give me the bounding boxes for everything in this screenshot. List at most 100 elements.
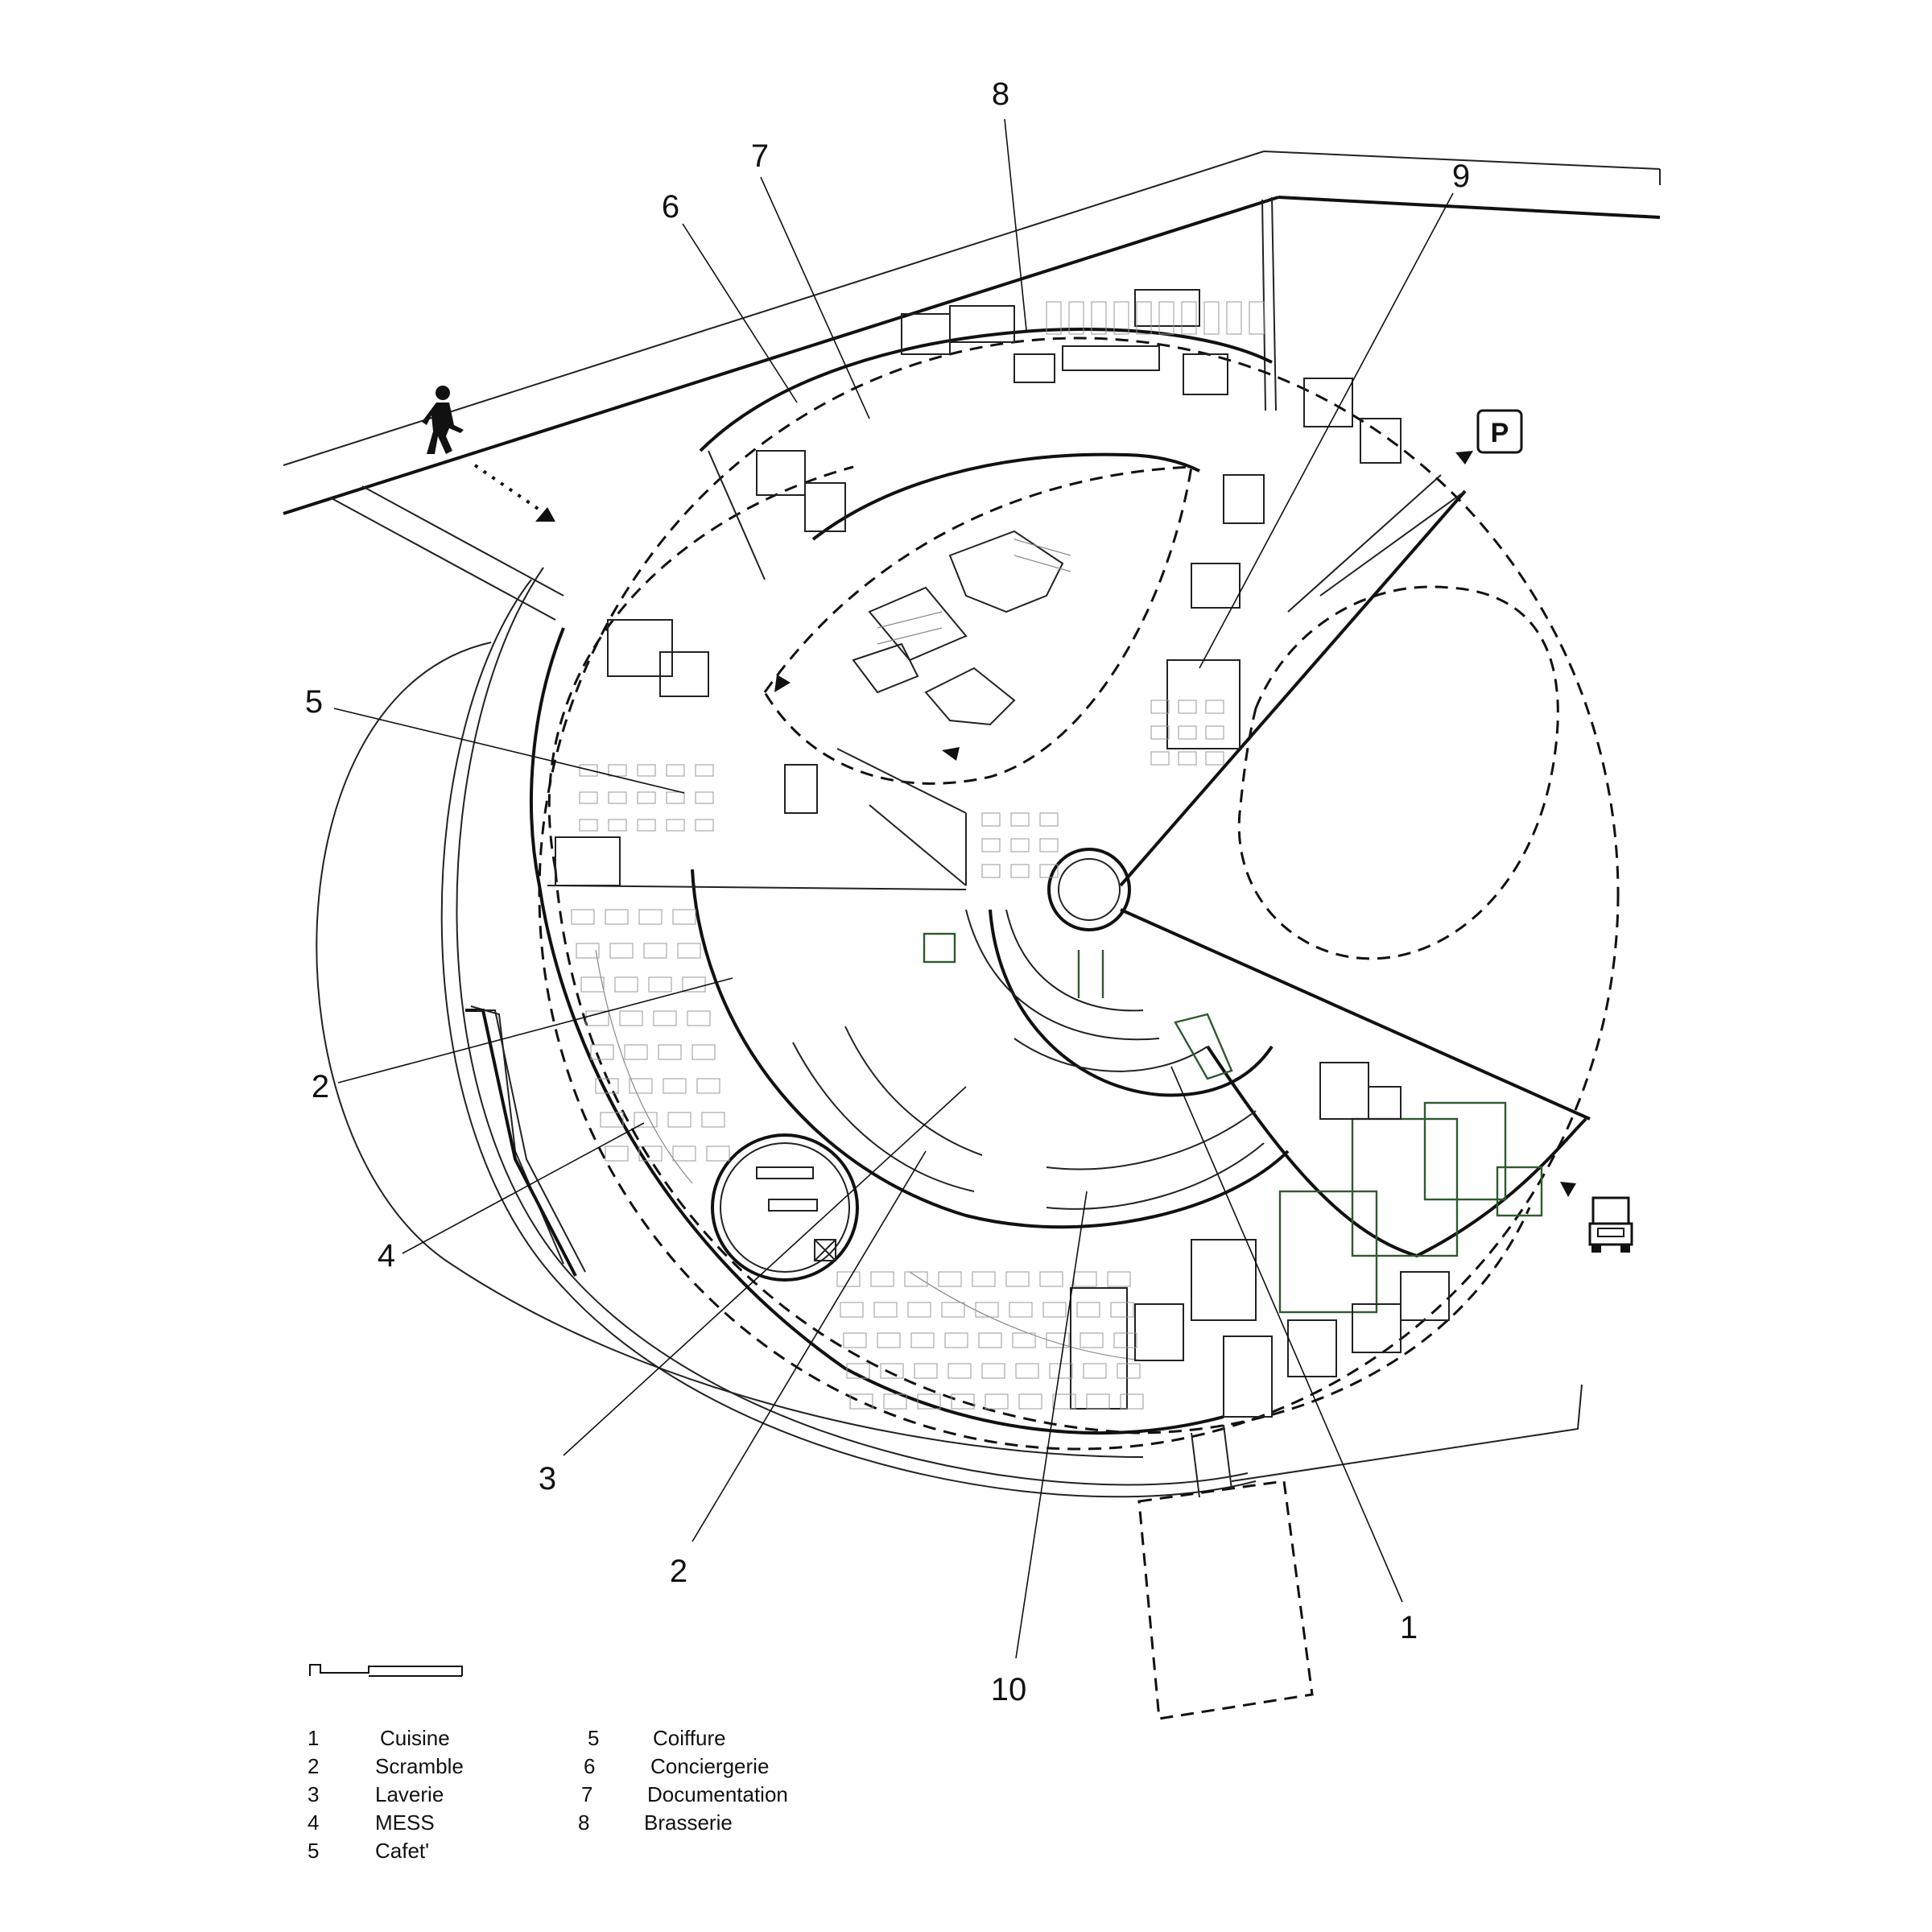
dining-table xyxy=(1046,1332,1070,1348)
dining-table xyxy=(1110,1302,1134,1318)
dining-table xyxy=(978,1332,1002,1348)
dining-table xyxy=(666,819,685,832)
callout-8: 8 xyxy=(992,76,1009,112)
dining-table xyxy=(571,909,595,925)
legend-num-4: 4 xyxy=(308,1810,319,1835)
dining-table xyxy=(1226,301,1242,335)
callout-1: 1 xyxy=(1400,1610,1418,1645)
callout-10: 10 xyxy=(991,1672,1027,1707)
legend-num-8: 8 xyxy=(578,1810,589,1835)
dining-table xyxy=(696,1078,720,1094)
dining-table xyxy=(619,1010,643,1026)
left-stair xyxy=(465,1009,586,1277)
scale-bar xyxy=(309,1664,463,1677)
dining-table xyxy=(608,791,627,804)
dining-table xyxy=(576,943,600,959)
dining-table xyxy=(1076,1302,1100,1318)
dining-table xyxy=(1158,301,1174,335)
dining-table xyxy=(904,1271,928,1287)
dining-table xyxy=(695,819,714,832)
dining-table xyxy=(634,1112,658,1128)
dining-table xyxy=(667,1112,691,1128)
dining-table xyxy=(595,1078,619,1094)
entry-arrow-1 xyxy=(774,675,791,692)
dining-table xyxy=(1073,1271,1097,1287)
dining-table xyxy=(605,909,629,925)
dining-table xyxy=(1010,838,1030,852)
dining-tables xyxy=(571,301,1265,1410)
dining-table xyxy=(981,838,1001,852)
dining-table xyxy=(666,791,685,804)
dining-table xyxy=(880,1363,904,1379)
dining-table xyxy=(1150,700,1170,714)
courtyard-dashed xyxy=(763,465,1193,785)
site-boundaries xyxy=(283,151,1661,621)
dining-table xyxy=(701,1112,725,1128)
dining-table xyxy=(1039,864,1059,878)
dining-table xyxy=(579,791,598,804)
delivery-annex xyxy=(1137,1424,1314,1720)
dining-table xyxy=(1018,1393,1042,1410)
building-ring xyxy=(530,328,1591,1435)
parking-sign-letter: P xyxy=(1491,418,1509,448)
dining-table xyxy=(849,1393,873,1410)
dining-table xyxy=(590,1044,614,1060)
dining-table xyxy=(840,1302,864,1318)
dining-table xyxy=(609,943,634,959)
legend-name-documentation: Documentation xyxy=(647,1782,788,1806)
dining-table xyxy=(1046,301,1062,335)
upper-rooms xyxy=(547,289,1402,890)
parking-entry-arrow xyxy=(1455,451,1473,464)
dining-table xyxy=(1083,1363,1107,1379)
legend-num-5b: 5 xyxy=(588,1726,599,1750)
dining-table xyxy=(846,1363,870,1379)
dining-table xyxy=(1039,1271,1063,1287)
dining-table xyxy=(1068,301,1084,335)
dining-table xyxy=(608,764,627,777)
dining-table xyxy=(1120,1393,1144,1410)
dining-table xyxy=(638,1146,663,1162)
dining-table xyxy=(1005,1271,1030,1287)
dining-table xyxy=(663,1078,687,1094)
dining-table xyxy=(981,1363,1005,1379)
dining-table xyxy=(614,976,638,993)
dining-table xyxy=(1178,725,1197,740)
legend: 1 Cuisine 2 Scramble 3 Laverie 4 MESS 5 … xyxy=(308,1726,788,1863)
dining-table xyxy=(1010,864,1030,878)
dining-table xyxy=(658,1044,682,1060)
callout-9: 9 xyxy=(1452,159,1470,194)
dining-table xyxy=(608,819,627,832)
callout-4: 4 xyxy=(378,1238,395,1274)
dining-table xyxy=(691,1044,716,1060)
dining-table xyxy=(910,1332,935,1348)
dining-table xyxy=(907,1302,931,1318)
dining-table xyxy=(873,1302,898,1318)
dining-table xyxy=(1113,301,1129,335)
dining-table xyxy=(695,791,714,804)
dining-table xyxy=(981,864,1001,878)
delivery-entry-arrow xyxy=(1560,1182,1576,1197)
dining-table xyxy=(687,1010,711,1026)
courtyard-structures xyxy=(852,530,1071,726)
dining-table xyxy=(1117,1363,1141,1379)
kitchen-rooms xyxy=(1070,1062,1450,1418)
dining-table xyxy=(648,976,672,993)
legend-name-scramble: Scramble xyxy=(375,1754,464,1778)
dining-table xyxy=(1150,725,1170,740)
legend-name-mess: MESS xyxy=(375,1810,435,1835)
dining-table xyxy=(666,764,685,777)
pedestrian-icon xyxy=(422,386,464,454)
dining-table xyxy=(1052,1393,1076,1410)
dining-table xyxy=(1009,1302,1033,1318)
dining-table xyxy=(1086,1393,1110,1410)
dining-table xyxy=(1039,812,1059,827)
legend-name-coiffure: Coiffure xyxy=(653,1726,726,1750)
dining-table xyxy=(1181,301,1197,335)
dining-table xyxy=(914,1363,938,1379)
dining-table xyxy=(672,1146,696,1162)
callout-2-left: 2 xyxy=(312,1069,329,1104)
laverie-room xyxy=(711,1133,859,1282)
dining-table xyxy=(1150,751,1170,766)
dining-table xyxy=(1205,751,1224,766)
